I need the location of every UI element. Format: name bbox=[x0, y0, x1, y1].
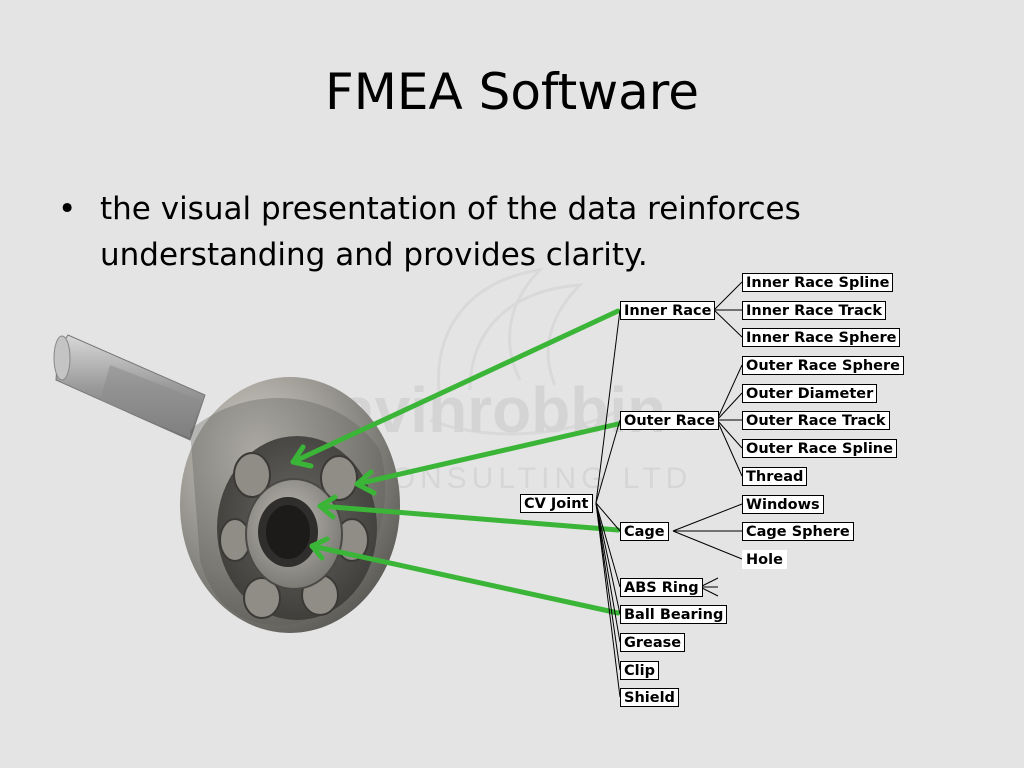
pointer-arrows bbox=[290, 308, 621, 616]
node-inner-race-spline[interactable]: Inner Race Spline bbox=[742, 273, 894, 292]
node-ball-bearing[interactable]: Ball Bearing bbox=[620, 605, 728, 624]
node-outer-race-spline[interactable]: Outer Race Spline bbox=[742, 439, 897, 458]
node-thread[interactable]: Thread bbox=[742, 467, 808, 486]
node-grease[interactable]: Grease bbox=[620, 633, 686, 652]
bullet-marker: • bbox=[58, 191, 77, 227]
node-inner-race-sphere[interactable]: Inner Race Sphere bbox=[742, 328, 901, 347]
node-outer-race-sphere[interactable]: Outer Race Sphere bbox=[742, 356, 905, 375]
node-shield[interactable]: Shield bbox=[620, 688, 679, 707]
node-outer-diameter[interactable]: Outer Diameter bbox=[742, 384, 878, 403]
node-hole[interactable]: Hole bbox=[742, 550, 787, 569]
node-abs-ring[interactable]: ABS Ring bbox=[620, 578, 703, 597]
node-windows[interactable]: Windows bbox=[742, 495, 824, 514]
bullet-point: • the visual presentation of the data re… bbox=[58, 186, 918, 278]
bullet-text: the visual presentation of the data rein… bbox=[100, 191, 801, 273]
node-cage[interactable]: Cage bbox=[620, 522, 669, 541]
node-clip[interactable]: Clip bbox=[620, 661, 659, 680]
node-cv-joint[interactable]: CV Joint bbox=[520, 494, 593, 513]
shaft bbox=[53, 334, 206, 441]
node-outer-race[interactable]: Outer Race bbox=[620, 411, 719, 430]
node-inner-race[interactable]: Inner Race bbox=[620, 301, 716, 320]
node-inner-race-track[interactable]: Inner Race Track bbox=[742, 301, 886, 320]
node-outer-race-track[interactable]: Outer Race Track bbox=[742, 411, 890, 430]
slide-title: FMEA Software bbox=[325, 63, 699, 121]
node-cage-sphere[interactable]: Cage Sphere bbox=[742, 522, 854, 541]
